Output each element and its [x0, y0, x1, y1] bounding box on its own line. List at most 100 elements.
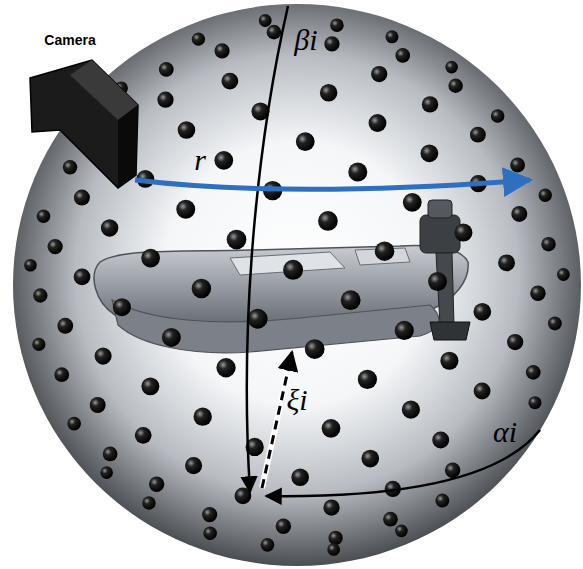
marker-dot: [403, 193, 422, 212]
marker-dot: [103, 447, 118, 462]
marker-dot: [322, 419, 341, 438]
marker-dot: [141, 249, 160, 268]
marker-dot: [428, 272, 447, 291]
marker-dot: [402, 401, 420, 419]
marker-dot: [32, 338, 45, 351]
marker-dot: [320, 84, 337, 101]
marker-dot: [90, 397, 106, 413]
marker-dot: [176, 200, 195, 219]
marker-dot: [445, 61, 458, 74]
marker-dot: [361, 450, 379, 468]
marker-dot: [371, 66, 387, 82]
marker-dot: [221, 73, 238, 90]
marker-dot: [498, 254, 515, 271]
marker-dot: [203, 526, 217, 540]
marker-dot: [473, 303, 491, 321]
marker-dot: [470, 127, 486, 143]
marker-dot: [548, 317, 562, 331]
marker-dot: [33, 288, 47, 302]
marker-dot: [227, 230, 247, 250]
marker-dot: [135, 427, 152, 444]
marker-dot: [395, 525, 408, 538]
marker-dot: [159, 62, 174, 77]
marker-dot: [57, 318, 73, 334]
offset-label: ξi: [286, 385, 307, 415]
marker-dot: [330, 18, 344, 32]
marker-dot: [324, 36, 339, 51]
radius-label: r: [194, 145, 206, 175]
xi-arrow: [262, 352, 292, 488]
marker-dot: [454, 224, 472, 242]
marker-dot: [24, 259, 37, 272]
marker-dot: [214, 43, 229, 58]
angle-label: βi: [294, 25, 317, 55]
marker-dot: [327, 543, 340, 556]
marker-dot: [157, 92, 173, 108]
marker-dot: [101, 219, 118, 236]
marker-dot: [141, 377, 159, 395]
marker-dot: [318, 211, 338, 231]
marker-dot: [541, 237, 555, 251]
marker-dot: [37, 209, 51, 223]
marker-dot: [474, 383, 491, 400]
marker-dot: [48, 239, 63, 254]
marker-dot: [214, 151, 233, 170]
marker-dot: [74, 190, 90, 206]
marker-dot: [192, 33, 205, 46]
marker-dot: [54, 367, 69, 382]
marker-dot: [178, 121, 196, 139]
marker-dot: [491, 109, 505, 123]
marker-dot: [74, 268, 91, 285]
marker-dot: [142, 496, 155, 509]
marker-dot: [511, 206, 527, 222]
camera-icon: [30, 60, 138, 188]
angle-label: αi: [493, 417, 517, 447]
marker-dot: [291, 468, 309, 486]
marker-dot: [305, 339, 325, 359]
marker-dot: [95, 348, 112, 365]
marker-dot: [216, 358, 235, 377]
marker-dot: [432, 432, 449, 449]
marker-dot: [276, 518, 291, 533]
marker-dot: [328, 531, 342, 545]
marker-dot: [528, 396, 541, 409]
marker-dot: [194, 407, 212, 425]
marker-dot: [323, 499, 339, 515]
marker-dot: [369, 114, 387, 132]
marker-dot: [445, 463, 460, 478]
marker-dot: [267, 25, 282, 40]
r-arc: [135, 180, 530, 189]
marker-dot: [341, 290, 361, 310]
marker-dot: [395, 48, 410, 63]
marker-dot: [100, 466, 113, 479]
marker-dot: [557, 268, 570, 281]
xi-back: [262, 352, 292, 488]
marker-dot: [283, 260, 303, 280]
marker-dot: [63, 160, 77, 174]
marker-dot: [248, 309, 268, 329]
marker-dot: [422, 96, 438, 112]
view-sphere: [13, 4, 581, 566]
marker-dot: [507, 334, 523, 350]
marker-dot: [448, 79, 462, 93]
marker-dot: [395, 321, 414, 340]
marker-dot: [358, 370, 377, 389]
marker-dot: [261, 538, 275, 552]
boat: [94, 200, 470, 353]
marker-dot: [510, 158, 525, 173]
marker-dot: [375, 241, 394, 260]
marker-dot: [149, 477, 164, 492]
beta-arc: [247, 6, 288, 492]
marker-dot: [530, 285, 545, 300]
marker-dot: [113, 298, 131, 316]
marker-dot: [162, 328, 181, 347]
marker-dot: [435, 494, 449, 508]
marker-dot: [192, 279, 211, 298]
marker-dot: [421, 144, 439, 162]
marker-dot: [296, 132, 315, 151]
marker-dot: [440, 352, 458, 370]
camera-label: Camera: [44, 33, 95, 47]
arrows: [135, 6, 540, 496]
